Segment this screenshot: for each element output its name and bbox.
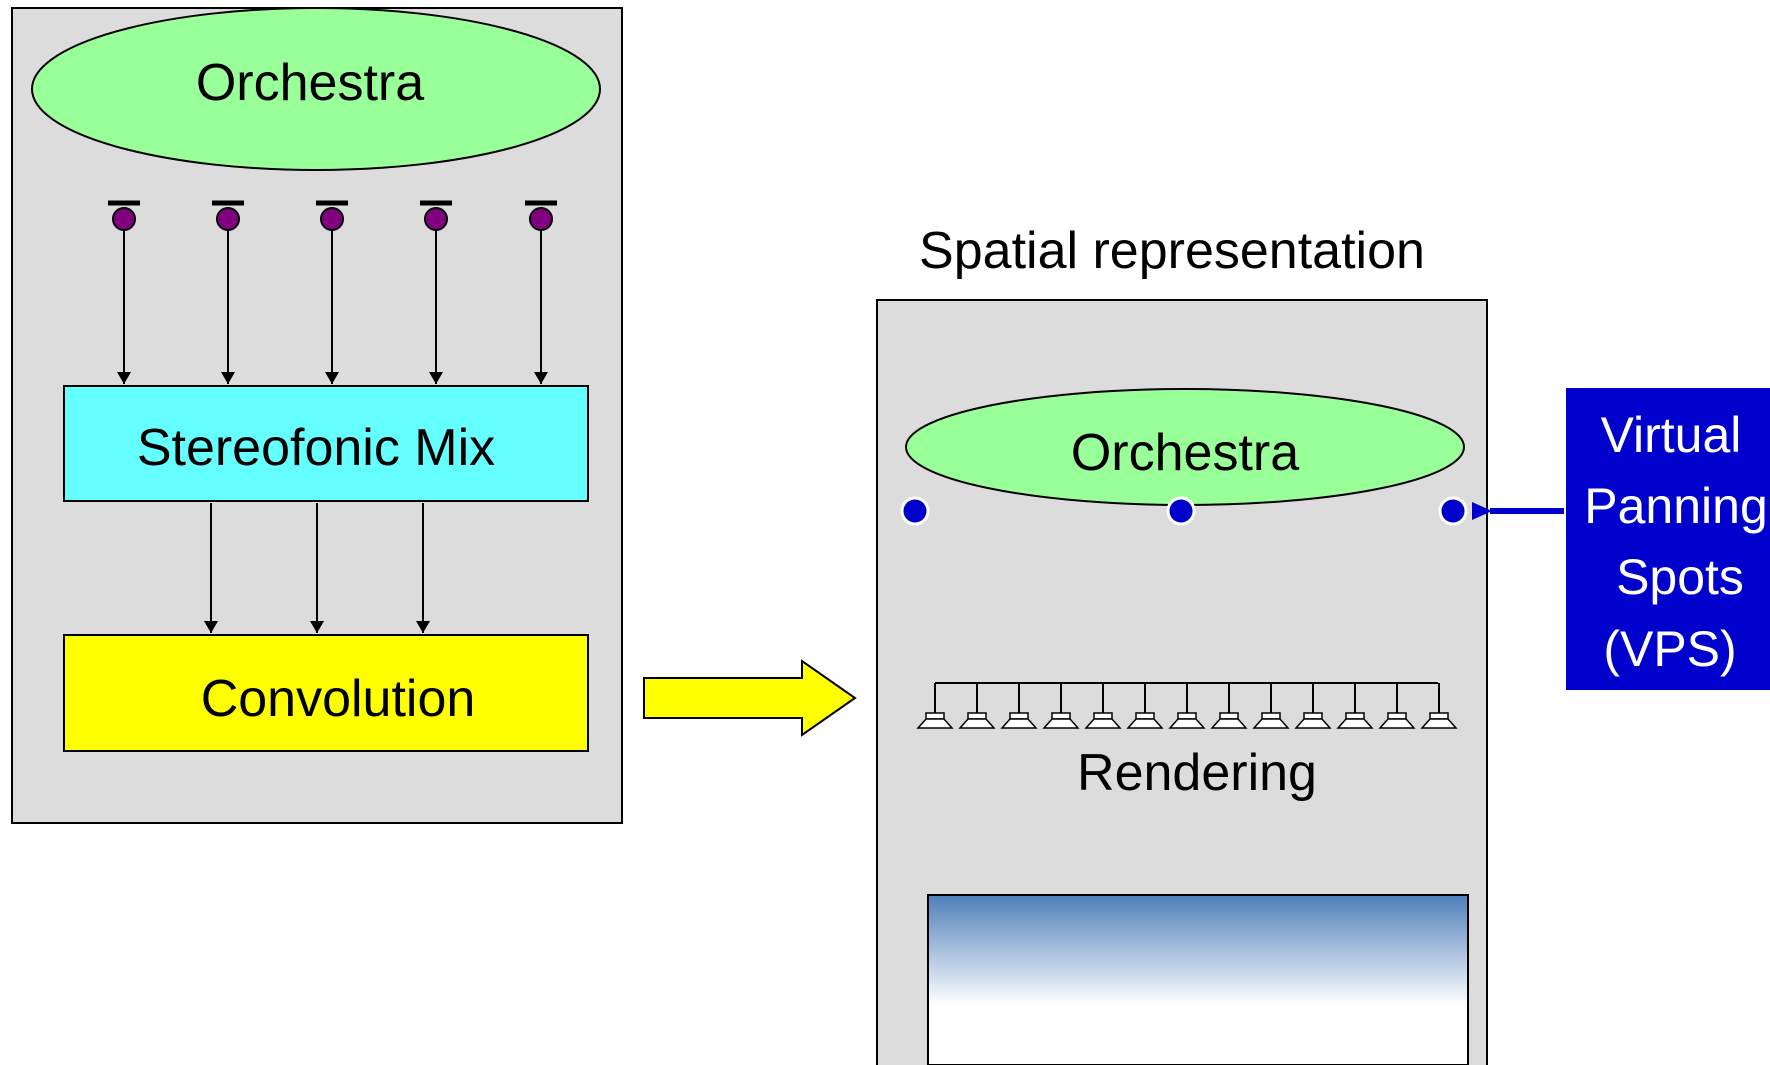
loudspeaker-icon <box>1378 683 1416 729</box>
rendering-label: Rendering <box>1077 744 1317 802</box>
mix-to-convolution-arrows <box>204 503 430 633</box>
convolution-box <box>63 634 589 752</box>
loudspeaker-icon <box>958 683 996 729</box>
listening-area-screen <box>927 894 1469 1065</box>
orchestra-ellipse <box>31 7 601 171</box>
loudspeaker-icon <box>1042 683 1080 729</box>
loudspeaker-icon <box>1126 683 1164 729</box>
panning-spot <box>1166 496 1196 526</box>
left-panel: Orchestra <box>11 7 623 824</box>
microphone-icon <box>525 200 557 231</box>
vps-box: Virtual Panning Spots (VPS) <box>1566 388 1770 690</box>
loudspeaker-icon <box>1000 683 1038 729</box>
mic-to-mix-arrows <box>117 230 548 384</box>
loudspeaker-icon <box>1252 683 1290 729</box>
transfer-arrow-icon <box>643 659 857 737</box>
vps-line: (VPS) <box>1603 621 1736 677</box>
spatial-representation-title: Spatial representation <box>919 222 1425 280</box>
loudspeaker-icon <box>1168 683 1206 729</box>
stereofonic-mix-box <box>63 385 589 502</box>
microphone-icon <box>316 200 348 231</box>
loudspeaker-icon <box>1210 683 1248 729</box>
loudspeaker-icon <box>1420 683 1458 729</box>
convolution-label: Convolution <box>201 670 476 728</box>
right-panel: Orchestra Rendering <box>876 299 1488 1065</box>
loudspeaker-icon <box>1336 683 1374 729</box>
loudspeaker-icon <box>1294 683 1332 729</box>
panning-spot <box>900 496 930 526</box>
stereofonic-mix-label: Stereofonic Mix <box>137 419 495 477</box>
panning-spot <box>1438 496 1468 526</box>
vps-box-background <box>1566 388 1770 690</box>
loudspeaker-icon <box>1084 683 1122 729</box>
vps-line: Virtual <box>1601 407 1742 463</box>
microphone-icon <box>212 200 244 231</box>
vps-line: Panning <box>1584 478 1768 534</box>
orchestra-label: Orchestra <box>196 54 424 112</box>
loudspeaker-array <box>916 682 1458 729</box>
loudspeaker-icon <box>916 683 954 729</box>
orchestra-label: Orchestra <box>1071 424 1299 482</box>
vps-line: Spots <box>1616 549 1744 605</box>
